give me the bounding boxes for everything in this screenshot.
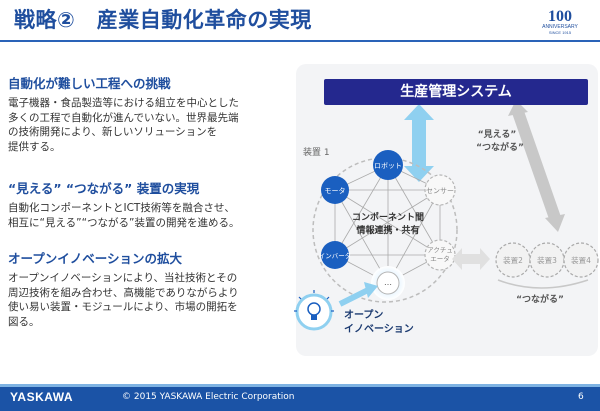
body-line: 電子機器・食品製造等における組立を中心とした xyxy=(8,97,239,109)
diagonal-link-arrow xyxy=(508,100,565,232)
node-sensor-label: センサー xyxy=(426,187,454,195)
body-line: 相互に“見える”“つながる”装置の開発を進める。 xyxy=(8,216,240,229)
center-label-line2: 情報連携・共有 xyxy=(355,224,419,236)
device1-label: 装置 1 xyxy=(303,146,330,158)
body-line: オープンイノベーションにより、当社技術とその xyxy=(8,272,238,284)
section-body-challenge: 電子機器・食品製造等における組立を中心とした 多くの工程で自動化が進んでいない。… xyxy=(8,96,308,154)
section-heading-open-innovation: オープンイノベーションの拡大 xyxy=(8,251,183,266)
node-inverter xyxy=(321,241,349,269)
horizontal-link-arrow xyxy=(452,248,490,270)
node-actuator-label1: アクチュ xyxy=(427,246,453,254)
anniversary-line2: SINCE 1915 xyxy=(549,30,572,35)
production-management-system: 生産管理システム xyxy=(324,79,588,105)
footer-bar xyxy=(0,387,600,411)
section-heading-visible: “見える” “つながる” 装置の実現 xyxy=(8,181,200,196)
device4-label: 装置4 xyxy=(571,255,591,265)
link-label-connected: “つながる” xyxy=(476,141,524,153)
section-body-visible: 自動化コンポーネントとICT技術等を融合させ、 相互に“見える”“つながる”装置… xyxy=(8,201,308,230)
vertical-link-arrow xyxy=(404,104,434,182)
node-open xyxy=(376,271,400,295)
anniversary-line1: ANNIVERSARY xyxy=(542,24,578,30)
node-robot-label: ロボット xyxy=(374,162,402,170)
section-body-open-innovation: オープンイノベーションにより、当社技術とその 周辺技術を組み合わせ、高機能であり… xyxy=(8,271,308,329)
open-innovation-label2: イノベーション xyxy=(344,323,414,335)
innovation-diagram: “見える” “つながる” 装置 1 コンポーネント間 情報連携・共有 xyxy=(294,64,599,356)
brand-logo: YASKAWA xyxy=(10,390,74,404)
node-inverter-label: インバータ xyxy=(319,251,352,260)
body-line: の技術開発により、新しいソリューションを xyxy=(8,126,218,138)
link-label-visible: “見える” xyxy=(478,129,517,140)
devices-bracket xyxy=(497,279,589,289)
page-title: 戦略② 産業自動化革命の実現 xyxy=(14,8,312,32)
section-heading-challenge: 自動化が難しい工程への挑戦 xyxy=(8,76,171,91)
title-divider xyxy=(0,40,600,42)
body-line: 周辺技術を組み合わせ、高機能でありながらより xyxy=(8,286,239,299)
devices-connect-label: “つながる” xyxy=(516,293,564,305)
device2-label: 装置2 xyxy=(503,255,523,265)
footer-stripe xyxy=(0,384,600,387)
page-number: 6 xyxy=(578,392,584,402)
anniversary-number: 100 xyxy=(548,8,572,25)
device3-label: 装置3 xyxy=(537,255,557,265)
body-line: 図る。 xyxy=(8,315,40,328)
node-actuator xyxy=(424,239,456,271)
device4-node xyxy=(563,242,599,278)
node-actuator-label2: エータ xyxy=(430,254,450,263)
lightbulb-icon xyxy=(294,282,378,331)
body-line: 使い易い装置・モジュールにより、市場の開拓を xyxy=(8,301,238,313)
node-robot xyxy=(373,150,403,180)
node-sensor xyxy=(424,174,456,206)
node-motor-label: モータ xyxy=(325,186,346,195)
open-innovation-label1: オープン xyxy=(344,308,383,321)
center-label-line1: コンポーネント間 xyxy=(352,211,424,223)
anniversary-logo: 100 ANNIVERSARY SINCE 1915 xyxy=(542,8,578,35)
copyright-text: © 2015 YASKAWA Electric Corporation xyxy=(122,392,295,402)
node-open-ellipsis: … xyxy=(384,278,392,287)
node-motor xyxy=(321,176,349,204)
body-line: 提供する。 xyxy=(8,140,61,153)
body-line: 自動化コンポーネントとICT技術等を融合させ、 xyxy=(8,202,235,214)
body-line: 多くの工程で自動化が進んでいない。世界最先端 xyxy=(8,111,239,124)
